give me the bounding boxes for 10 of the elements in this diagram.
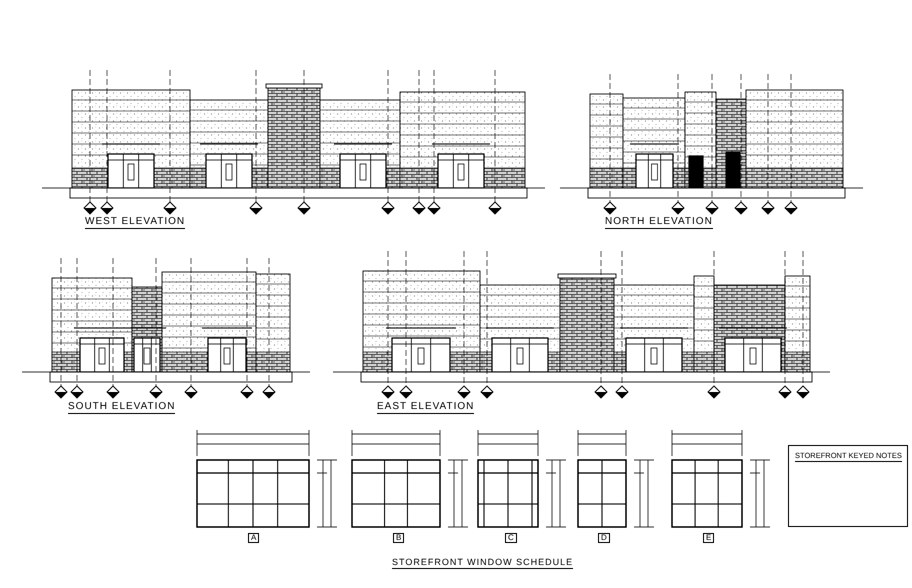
drawing-title: WEST ELEVATION (85, 217, 186, 229)
drawing-title: NORTH ELEVATION (605, 217, 713, 229)
drawing-title: STOREFRONT WINDOW SCHEDULE (392, 558, 574, 569)
window-type-tag: A (248, 533, 260, 543)
drawing-title: EAST ELEVATION (377, 402, 474, 414)
window-type-tag: B (393, 533, 404, 543)
window-type-tag: C (505, 533, 517, 543)
window-type-tag: E (703, 533, 714, 543)
drawing-title: SOUTH ELEVATION (68, 402, 176, 414)
window-type-tag: D (598, 533, 610, 543)
